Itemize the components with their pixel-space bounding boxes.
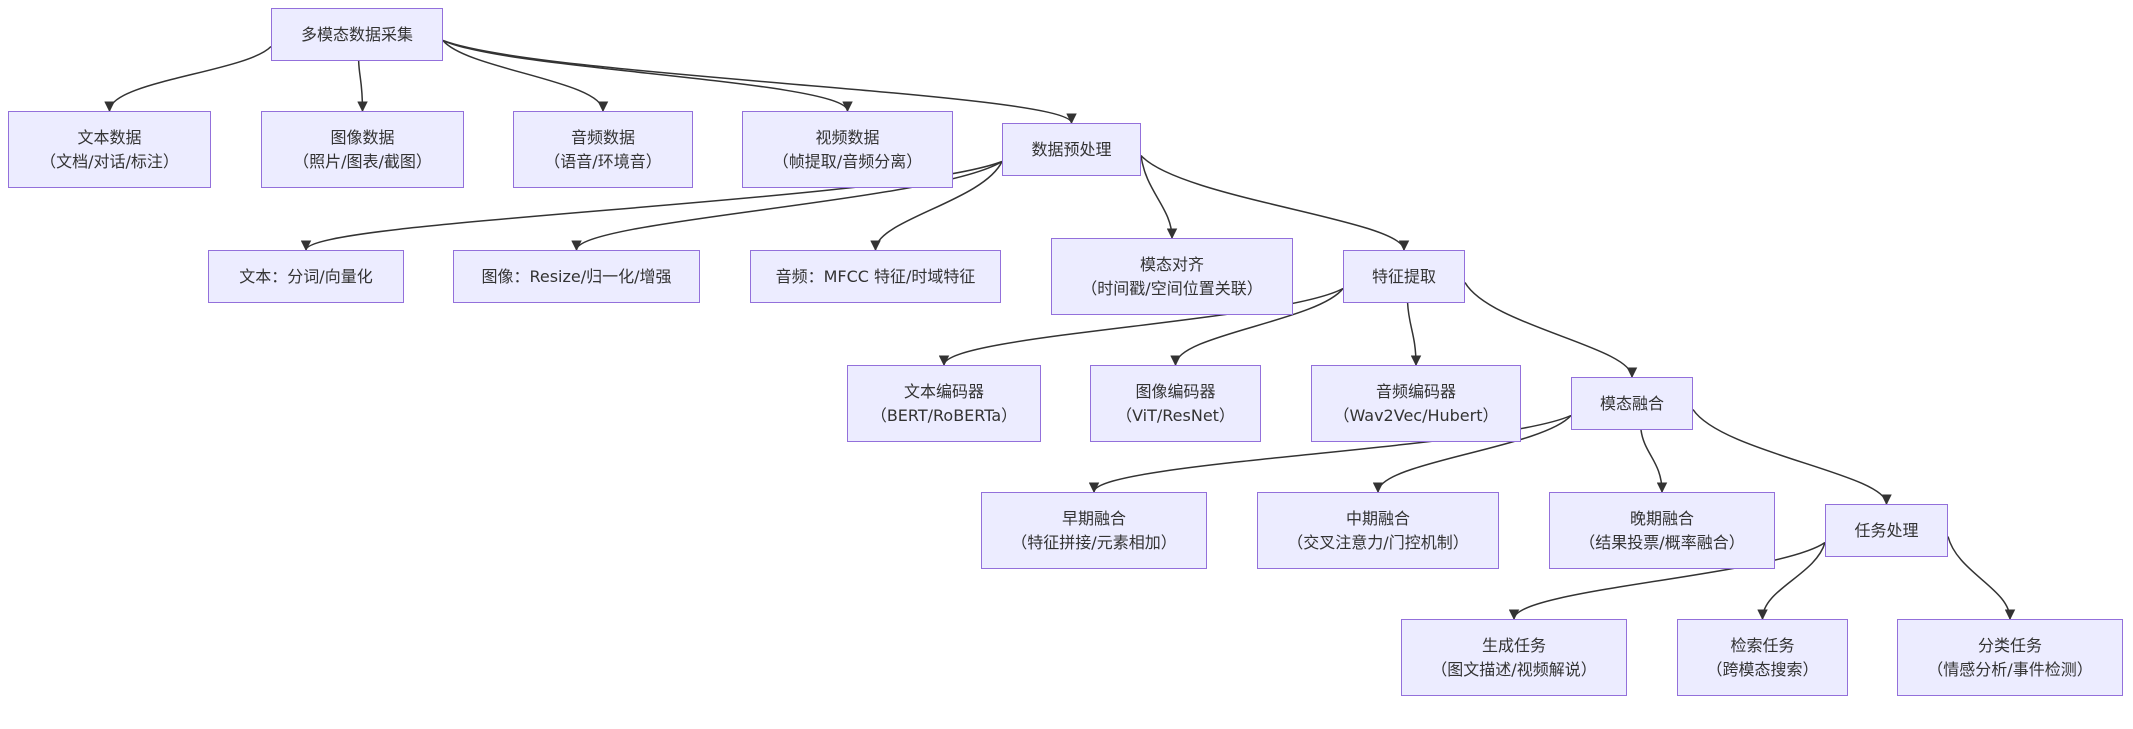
edge-task-to-retrieval [1757, 542, 1826, 621]
edge-fusion-to-task [1692, 409, 1892, 506]
edge-feature-to-fusion [1464, 282, 1638, 379]
node-data-preprocessing: 数据预处理 [1002, 123, 1141, 176]
edge-feature-to-image_enc [1170, 288, 1344, 367]
edge-preprocess-to-image_prep [571, 160, 1003, 252]
node-sublabel: （照片/图表/截图） [293, 151, 432, 171]
node-video-data: 视频数据 （帧提取/音频分离） [742, 111, 953, 188]
node-audio-preprocess: 音频：MFCC 特征/时域特征 [750, 250, 1001, 303]
edge-preprocess-to-audio_prep [870, 161, 1003, 252]
node-sublabel: （结果投票/概率融合） [1579, 532, 1745, 552]
edge-preprocess-to-feature [1140, 154, 1410, 252]
edge-collect-to-video_data [442, 39, 853, 113]
edge-collect-to-audio_data [442, 40, 609, 113]
node-label: 模态对齐 [1139, 254, 1204, 274]
node-image-data: 图像数据 （照片/图表/截图） [261, 111, 464, 188]
node-label: 图像编码器 [1135, 381, 1216, 401]
edge-task-to-classify [1947, 536, 2016, 621]
edge-fusion-to-mid [1372, 415, 1572, 494]
node-sublabel: （帧提取/音频分离） [772, 151, 923, 171]
edge-task-to-gen [1508, 541, 1826, 621]
node-label: 数据预处理 [1031, 139, 1112, 159]
node-label: 模态融合 [1599, 393, 1664, 413]
node-label: 特征提取 [1371, 266, 1436, 286]
node-modality-fusion: 模态融合 [1571, 377, 1693, 430]
node-audio-data: 音频数据 （语音/环境音） [513, 111, 693, 188]
node-label: 早期融合 [1061, 508, 1126, 528]
node-mid-fusion: 中期融合 （交叉注意力/门控机制） [1257, 492, 1499, 569]
node-label: 任务处理 [1854, 520, 1919, 540]
node-retrieval-task: 检索任务 （跨模态搜索） [1677, 619, 1848, 696]
edge-preprocess-to-align [1140, 155, 1178, 240]
node-image-encoder: 图像编码器 （ViT/ResNet） [1090, 365, 1261, 442]
node-label: 文本编码器 [903, 381, 984, 401]
node-modality-alignment: 模态对齐 （时间戳/空间位置关联） [1051, 238, 1293, 315]
node-label: 晚期融合 [1629, 508, 1694, 528]
node-label: 视频数据 [815, 127, 880, 147]
node-sublabel: （交叉注意力/门控机制） [1287, 532, 1469, 552]
node-label: 文本：分词/向量化 [239, 266, 373, 286]
node-sublabel: （情感分析/事件检测） [1927, 659, 2093, 679]
node-label: 生成任务 [1481, 635, 1546, 655]
node-sublabel: （特征拼接/元素相加） [1011, 532, 1177, 552]
edge-collect-to-preprocess [442, 39, 1077, 125]
node-text-preprocess: 文本：分词/向量化 [208, 250, 404, 303]
node-sublabel: （图文描述/视频解说） [1431, 659, 1597, 679]
node-label: 多模态数据采集 [300, 24, 413, 44]
node-early-fusion: 早期融合 （特征拼接/元素相加） [981, 492, 1207, 569]
node-multimodal-collection: 多模态数据采集 [271, 8, 443, 61]
node-feature-extraction: 特征提取 [1343, 250, 1465, 303]
node-label: 检索任务 [1730, 635, 1795, 655]
node-label: 图像：Resize/归一化/增强 [481, 266, 672, 286]
node-label: 分类任务 [1977, 635, 2042, 655]
edge-fusion-to-early [1088, 414, 1572, 494]
node-text-data: 文本数据 （文档/对话/标注） [8, 111, 211, 188]
node-generation-task: 生成任务 （图文描述/视频解说） [1401, 619, 1627, 696]
node-label: 中期融合 [1345, 508, 1410, 528]
node-label: 音频编码器 [1375, 381, 1456, 401]
node-label: 音频数据 [570, 127, 635, 147]
node-sublabel: （BERT/RoBERTa） [870, 405, 1018, 425]
node-sublabel: （语音/环境音） [544, 151, 662, 171]
node-image-preprocess: 图像：Resize/归一化/增强 [453, 250, 700, 303]
edge-feature-to-audio_enc [1406, 302, 1422, 367]
node-audio-encoder: 音频编码器 （Wav2Vec/Hubert） [1311, 365, 1521, 442]
node-sublabel: （跨模态搜索） [1706, 659, 1819, 679]
node-sublabel: （时间戳/空间位置关联） [1081, 278, 1263, 298]
node-sublabel: （ViT/ResNet） [1116, 405, 1235, 425]
node-late-fusion: 晚期融合 （结果投票/概率融合） [1549, 492, 1775, 569]
edge-collect-to-image_data [357, 60, 368, 113]
node-label: 文本数据 [77, 127, 142, 147]
edge-fusion-to-late [1640, 429, 1668, 494]
node-classification-task: 分类任务 （情感分析/事件检测） [1897, 619, 2123, 696]
edge-collect-to-text_data [104, 45, 272, 113]
node-sublabel: （文档/对话/标注） [40, 151, 179, 171]
node-task-processing: 任务处理 [1825, 504, 1948, 557]
node-sublabel: （Wav2Vec/Hubert） [1333, 405, 1499, 425]
node-text-encoder: 文本编码器 （BERT/RoBERTa） [847, 365, 1041, 442]
node-label: 音频：MFCC 特征/时域特征 [775, 266, 976, 286]
node-label: 图像数据 [330, 127, 395, 147]
edge-feature-to-text_enc [938, 287, 1344, 367]
